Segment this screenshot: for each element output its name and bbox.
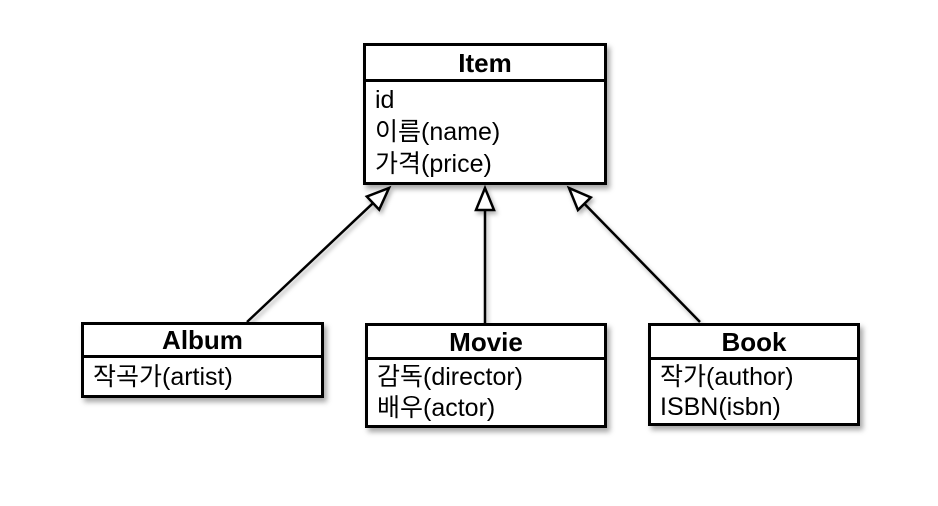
class-box-item: Item id 이름(name) 가격(price) bbox=[363, 43, 607, 185]
class-attributes-item: id 이름(name) 가격(price) bbox=[366, 82, 604, 180]
attribute-row: 감독(director) bbox=[377, 363, 524, 391]
class-box-movie: Movie 감독(director) 배우(actor) bbox=[365, 323, 607, 428]
class-title-item: Item bbox=[366, 46, 604, 82]
class-title-album: Album bbox=[84, 325, 321, 358]
class-box-album: Album 작곡가(artist) bbox=[81, 322, 324, 398]
class-box-book: Book 작가(author) ISBN(isbn) bbox=[648, 323, 860, 426]
attribute-row: 작가(author) bbox=[660, 363, 794, 391]
generalization-arrow-book-to-item bbox=[566, 185, 701, 323]
attribute-row: 배우(actor) bbox=[377, 394, 496, 422]
class-title-movie: Movie bbox=[368, 326, 604, 360]
class-attributes-movie: 감독(director) 배우(actor) bbox=[368, 360, 604, 424]
generalization-arrow-album-to-item bbox=[246, 185, 392, 323]
attribute-row: id bbox=[375, 86, 395, 114]
attribute-row: 작곡가(artist) bbox=[93, 363, 233, 391]
attribute-row: 이름(name) bbox=[375, 118, 501, 146]
class-title-book: Book bbox=[651, 326, 857, 360]
class-attributes-album: 작곡가(artist) bbox=[84, 358, 321, 394]
attribute-row: ISBN(isbn) bbox=[660, 393, 781, 421]
class-attributes-book: 작가(author) ISBN(isbn) bbox=[651, 360, 857, 422]
attribute-row: 가격(price) bbox=[375, 150, 492, 178]
